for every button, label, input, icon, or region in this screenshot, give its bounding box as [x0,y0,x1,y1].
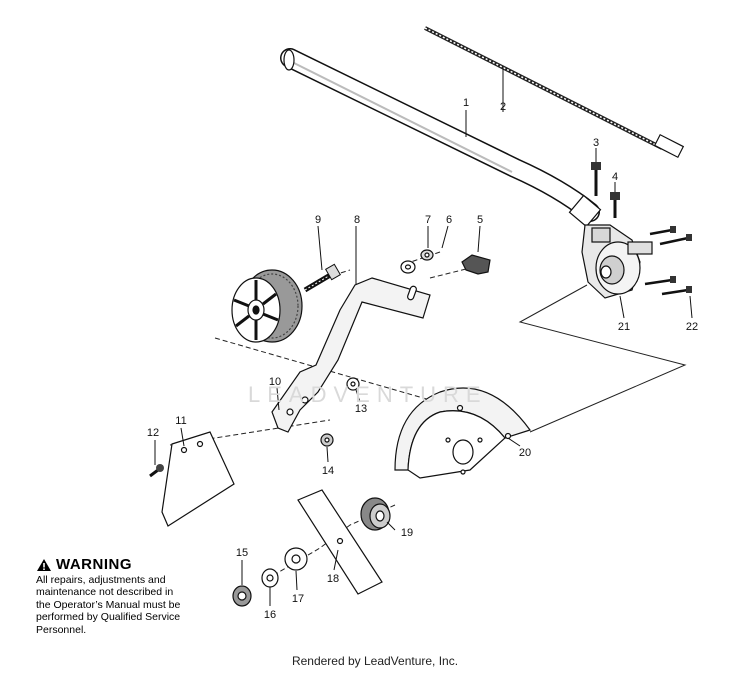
blade-guard [394,387,531,479]
watermark: LEADVENTURE [248,382,488,407]
bracket [271,277,431,433]
blade-washer-small [261,568,279,588]
part-number: 3 [593,137,599,149]
part-number: 6 [446,214,452,226]
screw-gearbox-side [644,226,692,296]
part-number: 5 [477,214,483,226]
screw-gearbox-lower [610,192,620,218]
part-number: 4 [612,171,618,183]
part-number: 1 [463,97,469,109]
part-number: 21 [618,321,630,333]
warning-line: Personnel. [36,623,87,636]
nut-bracket [320,433,334,447]
drive-shaft [424,26,685,159]
warning-body: All repairs, adjustments and maintenance… [36,574,236,636]
part-number: 8 [354,214,360,226]
debris-flap [161,431,235,527]
blade-nut [232,585,252,607]
part-number: 12 [147,427,159,439]
part-number: 2 [500,101,506,113]
blade-washer-large [284,547,308,571]
part-numbers: 1 2 3 4 5 6 7 8 9 10 11 12 13 14 15 16 1… [147,97,698,621]
blade-adapter [360,497,391,531]
warning-notice: WARNING All repairs, adjustments and mai… [36,556,236,636]
warning-triangle-icon [37,558,51,571]
warning-title-row: WARNING [36,556,236,573]
render-credit: Rendered by LeadVenture, Inc. [291,654,459,668]
part-number: 18 [327,573,339,585]
part-number: 22 [686,321,698,333]
blade [297,489,383,595]
part-number: 15 [236,547,248,559]
shaft-tube [280,48,602,228]
washer-bracket [346,377,360,391]
warning-line: performed by Qualified Service [36,611,181,624]
part-number: 19 [401,527,413,539]
part-number: 7 [425,214,431,226]
knob [461,254,491,275]
warning-title: WARNING [56,556,132,573]
screw-flap [149,464,164,478]
part-number: 14 [322,465,334,477]
bolt-wheel [303,263,342,293]
part-callouts [154,68,693,606]
part-number: 20 [519,447,531,459]
warning-line: the Operator’s Manual must be [36,598,181,611]
part-number: 11 [175,415,186,427]
part-number: 17 [292,593,304,605]
washer-knob [400,260,416,274]
part-number: 9 [315,214,321,226]
nut-knob [420,249,434,261]
gearbox [581,224,653,299]
wheel [231,269,303,343]
gearbox-reference-line [518,284,687,433]
part-number: 10 [269,376,281,388]
part-number: 13 [355,403,367,415]
part-number: 16 [264,609,276,621]
warning-line: All repairs, adjustments and [36,574,166,586]
warning-line: maintenance not described in [36,586,174,599]
screw-gearbox-upper [591,162,601,196]
